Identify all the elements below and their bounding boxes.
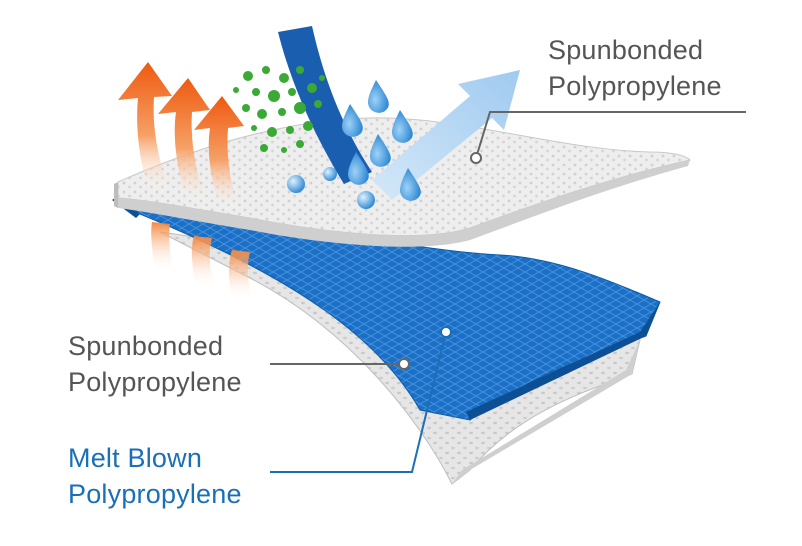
heat-arrow-icon [118, 62, 244, 212]
water-bead-icon [287, 167, 375, 209]
label-line: Polypropylene [68, 479, 242, 509]
callout-markers [398, 152, 482, 370]
label-line: Spunbonded [68, 331, 224, 361]
label-line: Polypropylene [68, 367, 242, 397]
airflow-arrow-icon [372, 70, 520, 200]
label-line: Melt Blown [68, 443, 203, 473]
label-top-spunbond: Spunbonded Polypropylene [548, 32, 722, 104]
callout-lines [270, 111, 746, 473]
incoming-stream [278, 26, 372, 184]
particle-icon [233, 66, 325, 153]
label-melt-blown: Melt Blown Polypropylene [68, 440, 242, 512]
water-droplet-icon [342, 80, 421, 201]
label-bottom-spunbond: Spunbonded Polypropylene [68, 328, 242, 400]
label-line: Spunbonded [548, 35, 704, 65]
heat-arrow-icon [151, 222, 252, 300]
label-line: Polypropylene [548, 71, 722, 101]
